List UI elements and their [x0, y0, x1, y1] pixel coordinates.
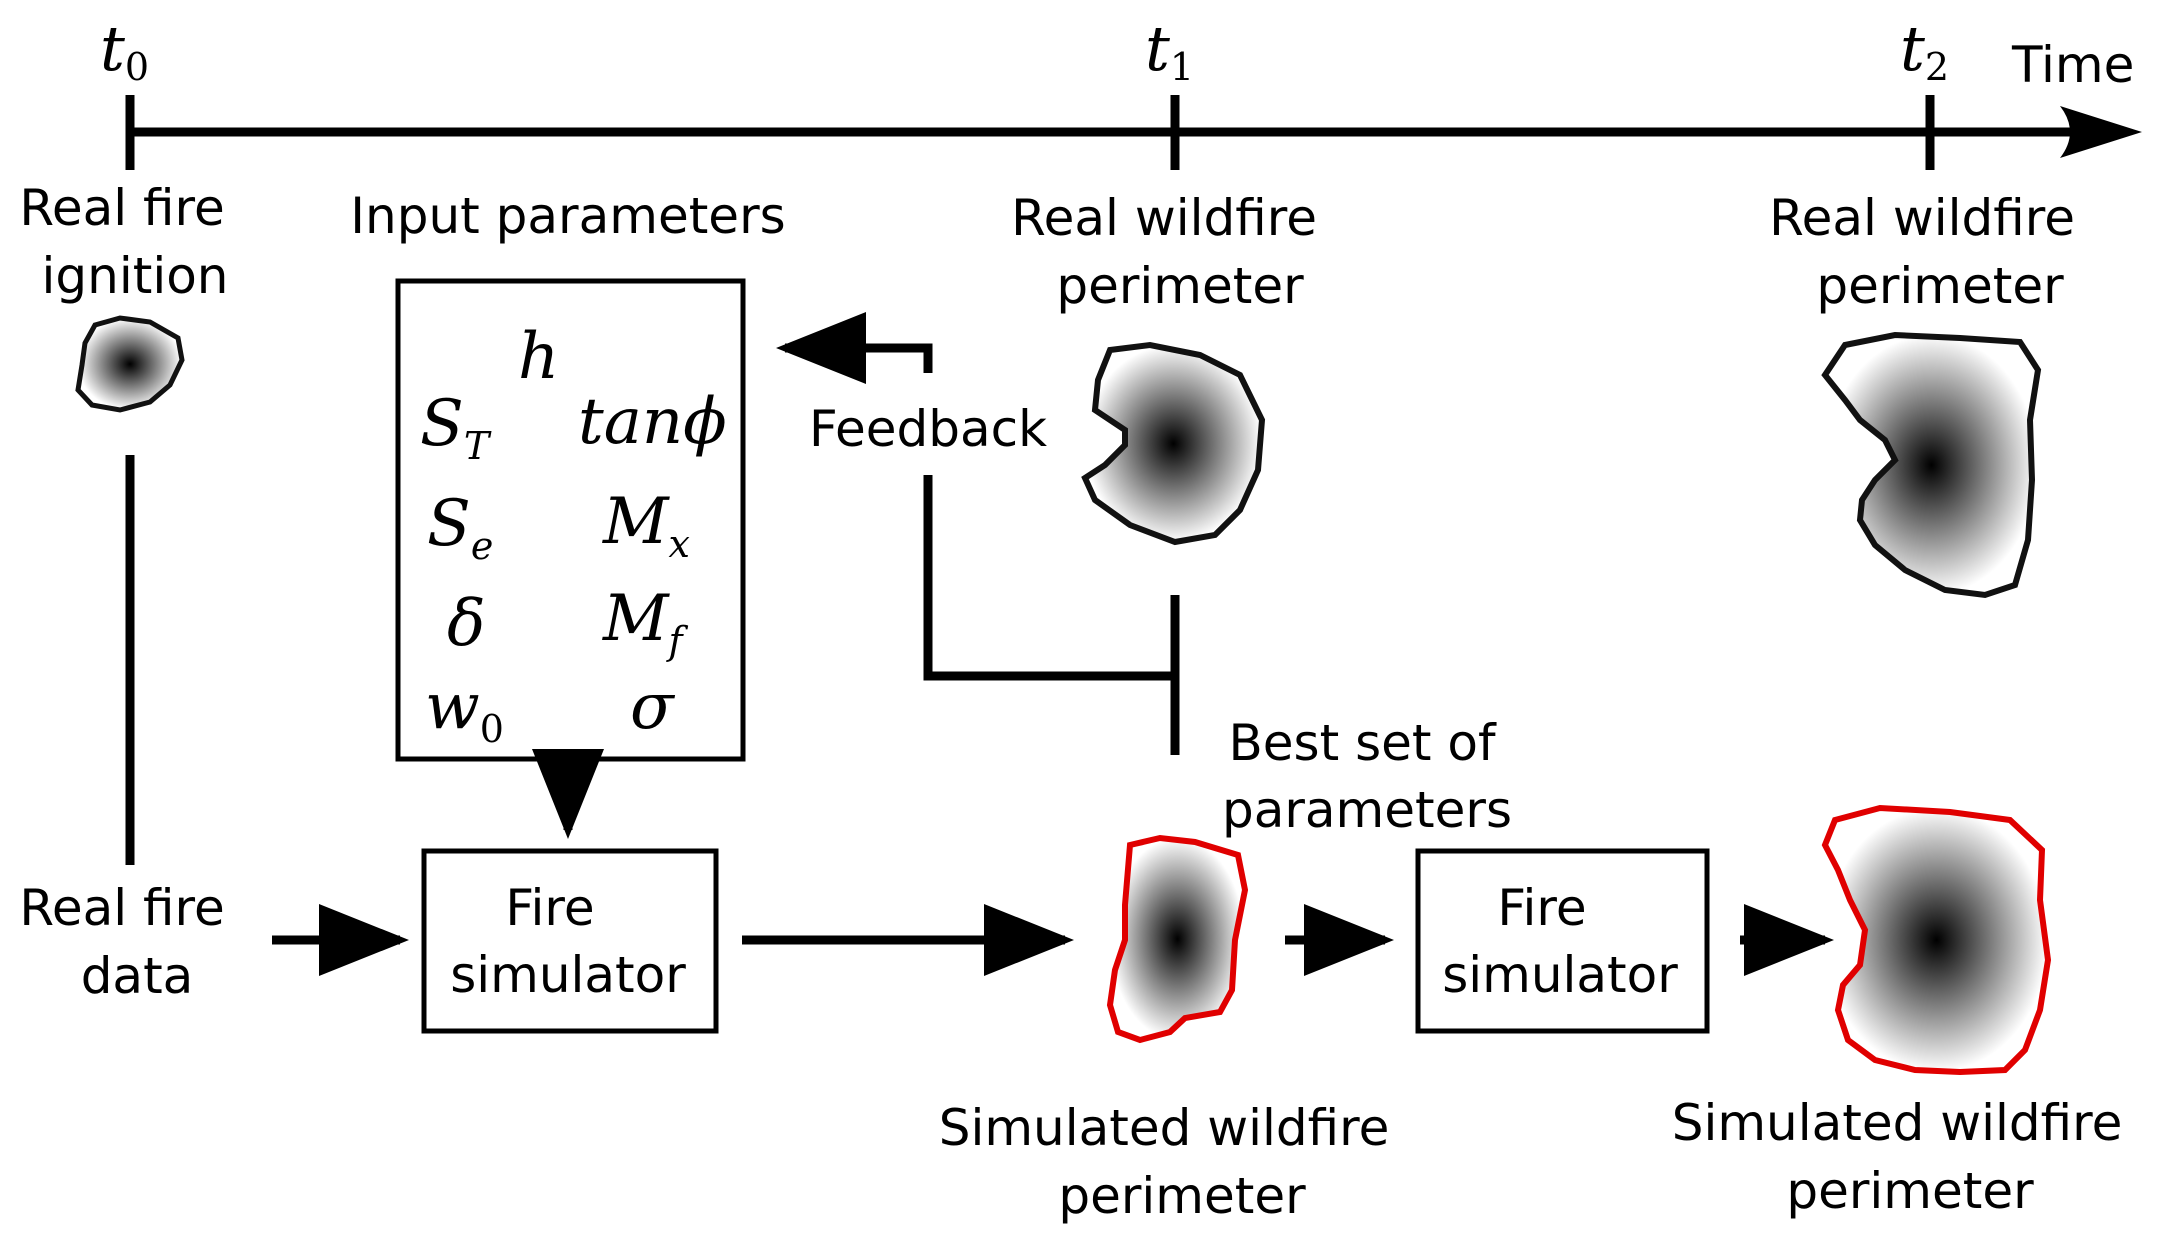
real-perimeter-t2-label: Real wildfire perimeter: [1769, 189, 2091, 315]
param-sigma: σ: [630, 670, 676, 744]
fire-simulator-2-label: Fire simulator: [1442, 879, 1678, 1004]
simulated-perimeter-2-label: Simulated wildfire perimeter: [1672, 1094, 2139, 1220]
real-perimeter-t1-shape: [1081, 341, 1266, 546]
real-fire-ignition: Real fire ignition: [19, 179, 240, 865]
ignition-fire-shape: [75, 315, 185, 413]
simulated-perimeter-1: Simulated wildfire perimeter: [939, 834, 1406, 1225]
fire-simulator-1: Fire simulator: [421, 848, 1074, 1034]
param-w-0: w0: [425, 670, 504, 751]
feedback-arrow: [776, 312, 933, 384]
fire-simulator-2: Fire simulator: [1415, 848, 1834, 1034]
feedback-label: Feedback: [809, 400, 1047, 458]
time-axis-label: Time: [2011, 36, 2134, 94]
real-perimeter-t2-shape: [1821, 331, 2042, 599]
timeline-arrowhead: [2060, 106, 2142, 158]
real-fire-data: Real fire data: [19, 879, 409, 1005]
param-s-t: ST: [420, 387, 492, 468]
feedback-path: [923, 475, 1175, 681]
tick-label-t0: t0: [100, 12, 149, 89]
real-perimeter-t1-label: Real wildfire perimeter: [1011, 189, 1333, 315]
param-delta: δ: [447, 587, 486, 661]
feedback-loop: Feedback: [776, 312, 1175, 681]
simulated-perimeter-1-shape: [1106, 834, 1249, 1044]
simulated-perimeter-2-shape: [1821, 804, 2052, 1076]
parameters-box: [395, 278, 746, 762]
simulated-perimeter-1-label: Simulated wildfire perimeter: [939, 1099, 1406, 1225]
param-s-e: Se: [427, 487, 493, 568]
tick-label-t1: t1: [1145, 12, 1194, 89]
real-fire-ignition-label: Real fire ignition: [19, 179, 240, 305]
real-perimeter-t1: Real wildfire perimeter: [1011, 189, 1333, 755]
input-parameters-label: Input parameters: [350, 187, 785, 245]
real-perimeter-t2: Real wildfire perimeter: [1769, 189, 2091, 599]
param-tan-phi: tanϕ: [578, 385, 727, 459]
timeline: t0 t1 t2 Time: [100, 12, 2142, 170]
param-m-x: Mx: [602, 485, 690, 566]
fire-simulator-2-box: [1415, 848, 1710, 1034]
param-h: h: [518, 320, 559, 394]
param-m-f: Mf: [602, 582, 689, 663]
tick-label-t2: t2: [1900, 12, 1949, 89]
input-parameters: Input parameters h ST tanϕ Se Mx δ Mf w0…: [350, 187, 786, 839]
real-fire-data-label: Real fire data: [19, 879, 240, 1005]
best-set-label: Best set of parameters: [1222, 714, 1512, 839]
fire-simulator-1-label: Fire simulator: [450, 879, 686, 1004]
simulated-perimeter-2: Simulated wildfire perimeter: [1672, 804, 2139, 1220]
fire-simulator-1-box: [421, 848, 719, 1034]
